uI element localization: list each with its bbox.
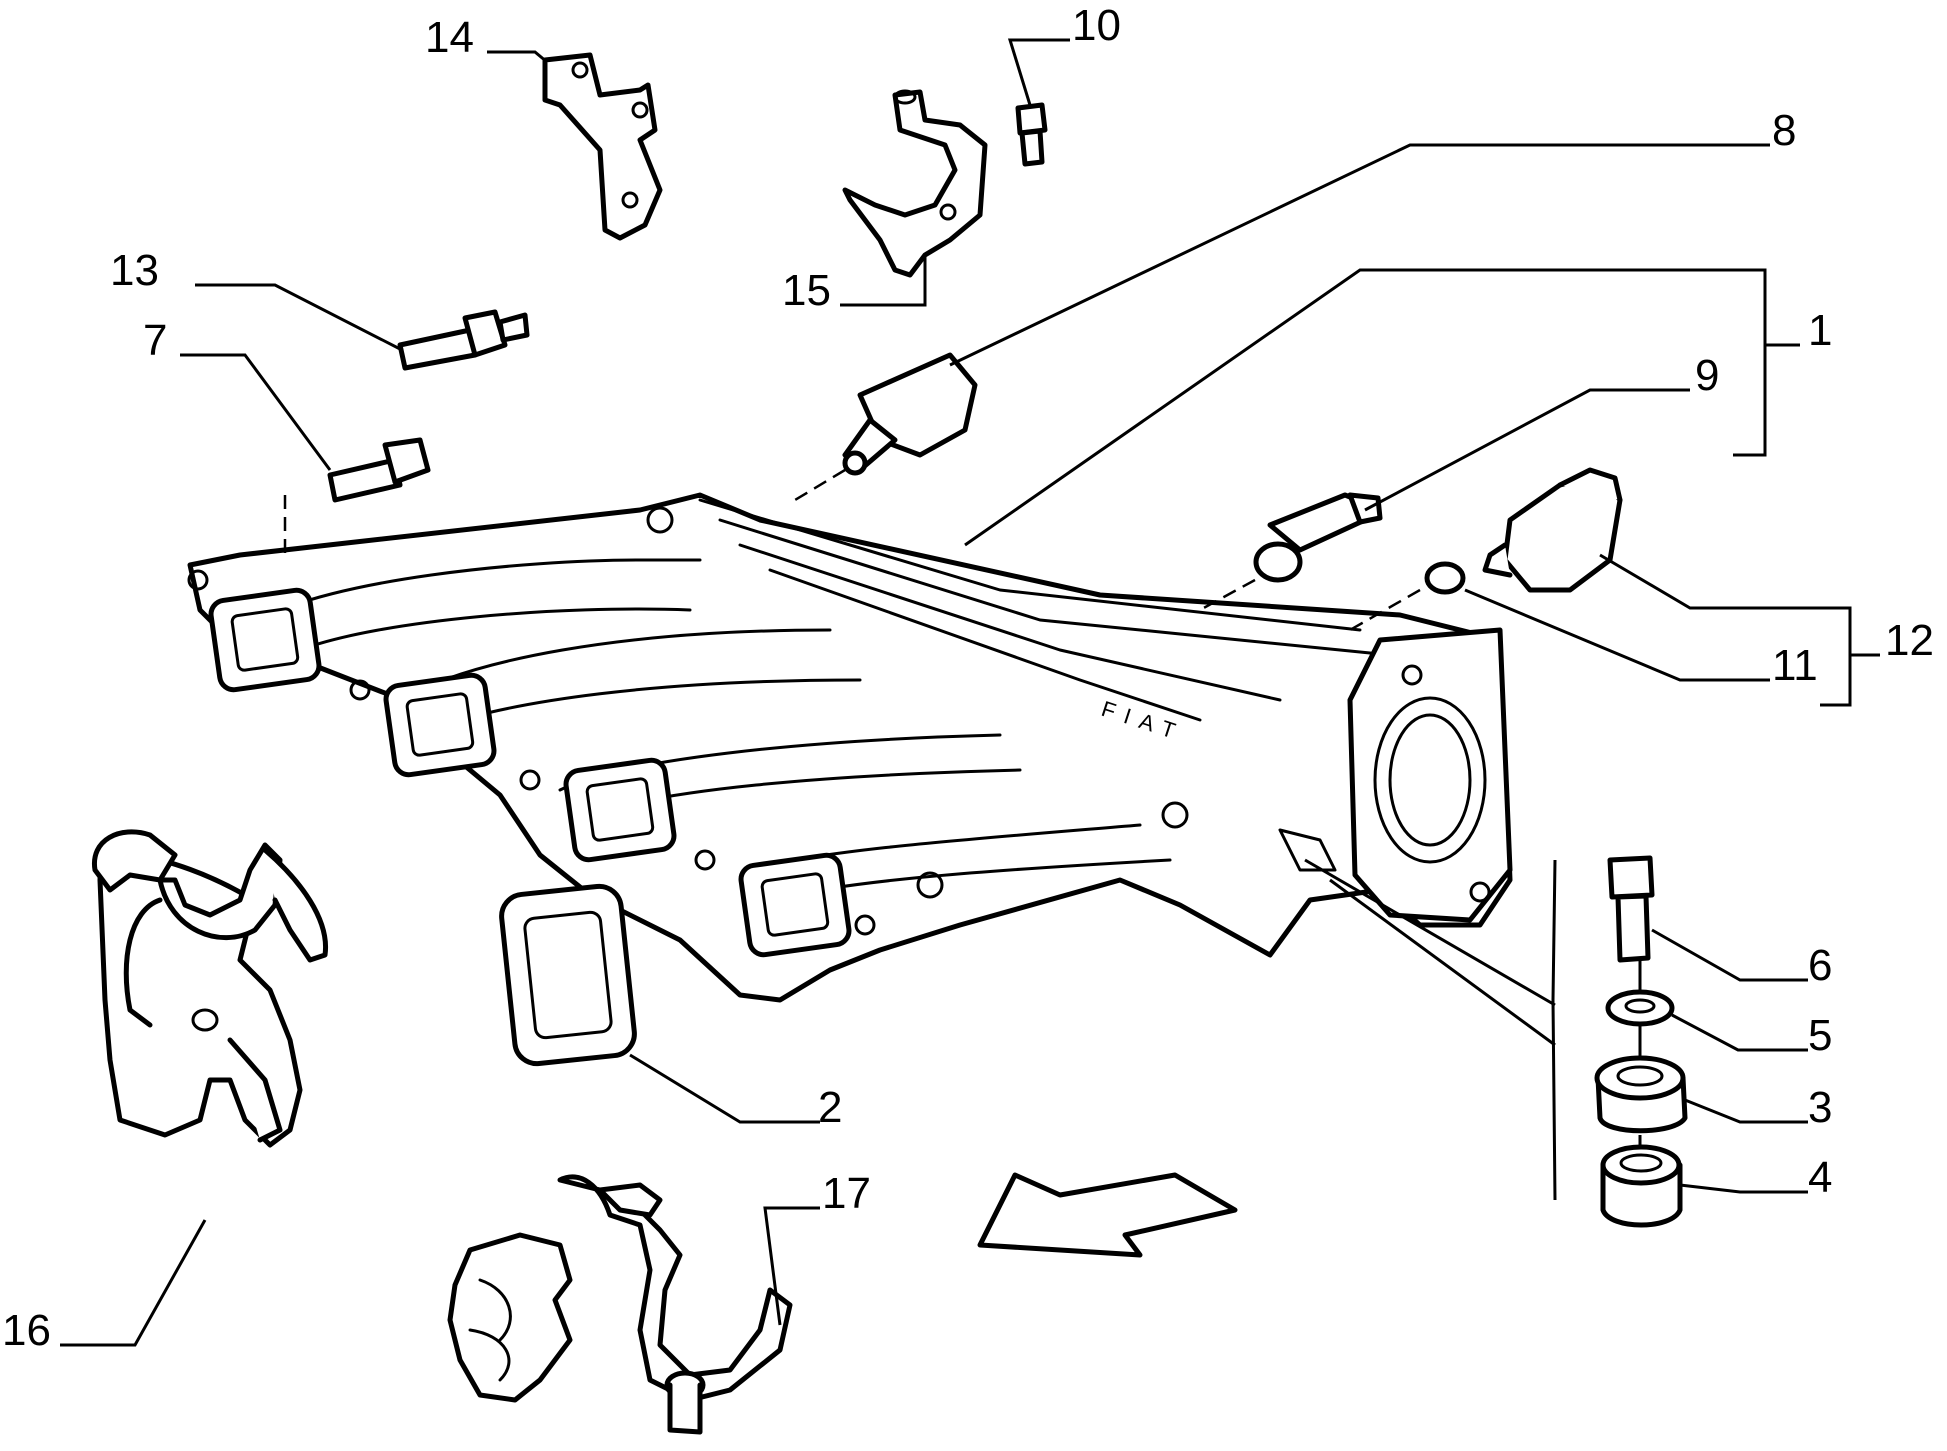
assembly-bracket-line (1551, 859, 1557, 1201)
fitting-9 (1253, 492, 1383, 583)
spacer-4 (1600, 1144, 1683, 1228)
callout-4: 4 (1808, 1153, 1832, 1202)
bolt-10 (1015, 102, 1048, 167)
callout-5: 5 (1808, 1011, 1832, 1060)
callout-10: 10 (1072, 1, 1121, 50)
holder-16 (92, 829, 329, 1148)
callout-6: 6 (1808, 941, 1832, 990)
stud-13 (397, 309, 530, 371)
washer-5 (1605, 989, 1675, 1027)
holder-17 (447, 1174, 793, 1435)
callout-3: 3 (1808, 1083, 1832, 1132)
leader-lines (60, 38, 1880, 1347)
intake-manifold: FIAT (187, 492, 1513, 1003)
callout-9: 9 (1695, 351, 1719, 400)
callout-11: 11 (1772, 641, 1818, 690)
bolt-6 (1607, 855, 1655, 963)
callout-16: 16 (2, 1306, 51, 1355)
bracket-15 (842, 89, 988, 278)
nut-3 (1594, 1055, 1688, 1134)
front-direction-arrow-icon (977, 1172, 1238, 1258)
sensor-8 (842, 352, 978, 476)
callout-8: 8 (1772, 106, 1796, 155)
callout-13: 13 (110, 246, 159, 295)
seal-ring-11 (1424, 561, 1466, 595)
idle-actuator-12 (1482, 467, 1623, 593)
callout-14: 14 (425, 13, 474, 62)
callout-2: 2 (818, 1083, 842, 1132)
callout-15: 15 (782, 266, 831, 315)
screw-7 (327, 437, 431, 503)
callout-12: 12 (1885, 616, 1934, 665)
callout-1: 1 (1808, 306, 1832, 355)
manifold-gasket (499, 883, 637, 1067)
callout-numbers: 1 2 3 4 5 6 7 8 9 10 11 12 13 14 15 16 1… (2, 1, 1934, 1355)
bracket-14 (542, 52, 663, 241)
callout-7: 7 (143, 316, 167, 365)
callout-17: 17 (822, 1169, 871, 1218)
